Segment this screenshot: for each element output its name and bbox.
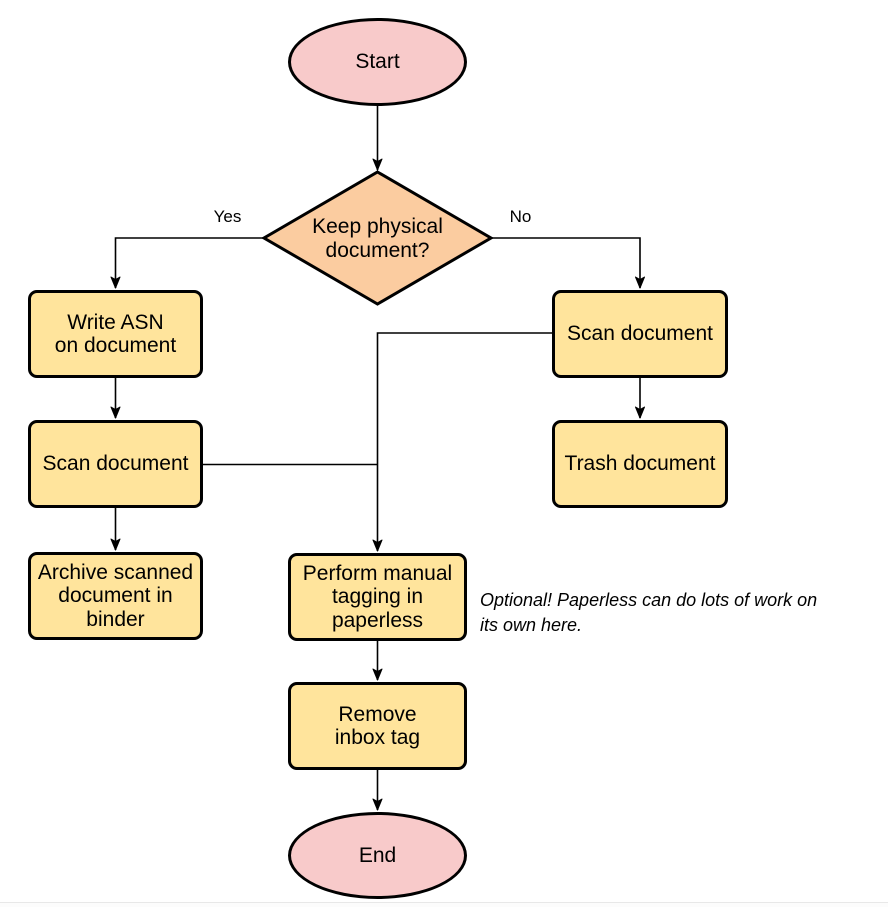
node-tagging: Perform manual tagging in paperless bbox=[288, 553, 467, 641]
node-decision-label: Keep physical document? bbox=[312, 215, 443, 262]
node-tagging-label: Perform manual tagging in paperless bbox=[302, 561, 453, 632]
node-start: Start bbox=[288, 18, 467, 106]
node-trash: Trash document bbox=[552, 420, 728, 508]
node-write-asn: Write ASN on document bbox=[28, 290, 203, 378]
node-scan-left: Scan document bbox=[28, 420, 203, 508]
node-write-asn-label: Write ASN on document bbox=[54, 310, 177, 358]
edge-label-no: No bbox=[509, 207, 532, 226]
node-remove-inbox-label: Remove inbox tag bbox=[334, 702, 421, 750]
annotation-optional: Optional! Paperless can do lots of work … bbox=[480, 590, 818, 635]
node-end-label: End bbox=[358, 843, 397, 867]
edge-scan-right-to-tagging bbox=[372, 332, 553, 552]
node-start-label: Start bbox=[355, 50, 400, 74]
node-scan-left-label: Scan document bbox=[42, 452, 189, 476]
node-decision-shape bbox=[261, 170, 494, 306]
edge-decision-no-to-scan-right bbox=[491, 237, 645, 289]
node-remove-inbox: Remove inbox tag bbox=[288, 682, 467, 770]
edge-decision-yes-to-write-asn bbox=[110, 237, 264, 289]
node-scan-right: Scan document bbox=[552, 290, 728, 378]
edge-label-yes: Yes bbox=[213, 207, 242, 226]
node-scan-right-label: Scan document bbox=[567, 322, 713, 346]
node-end: End bbox=[288, 812, 467, 899]
node-trash-label: Trash document bbox=[564, 452, 716, 476]
canvas-bottom-edge bbox=[0, 902, 888, 907]
node-archive-label: Archive scanned document in binder bbox=[37, 560, 194, 631]
node-archive: Archive scanned document in binder bbox=[28, 552, 203, 640]
